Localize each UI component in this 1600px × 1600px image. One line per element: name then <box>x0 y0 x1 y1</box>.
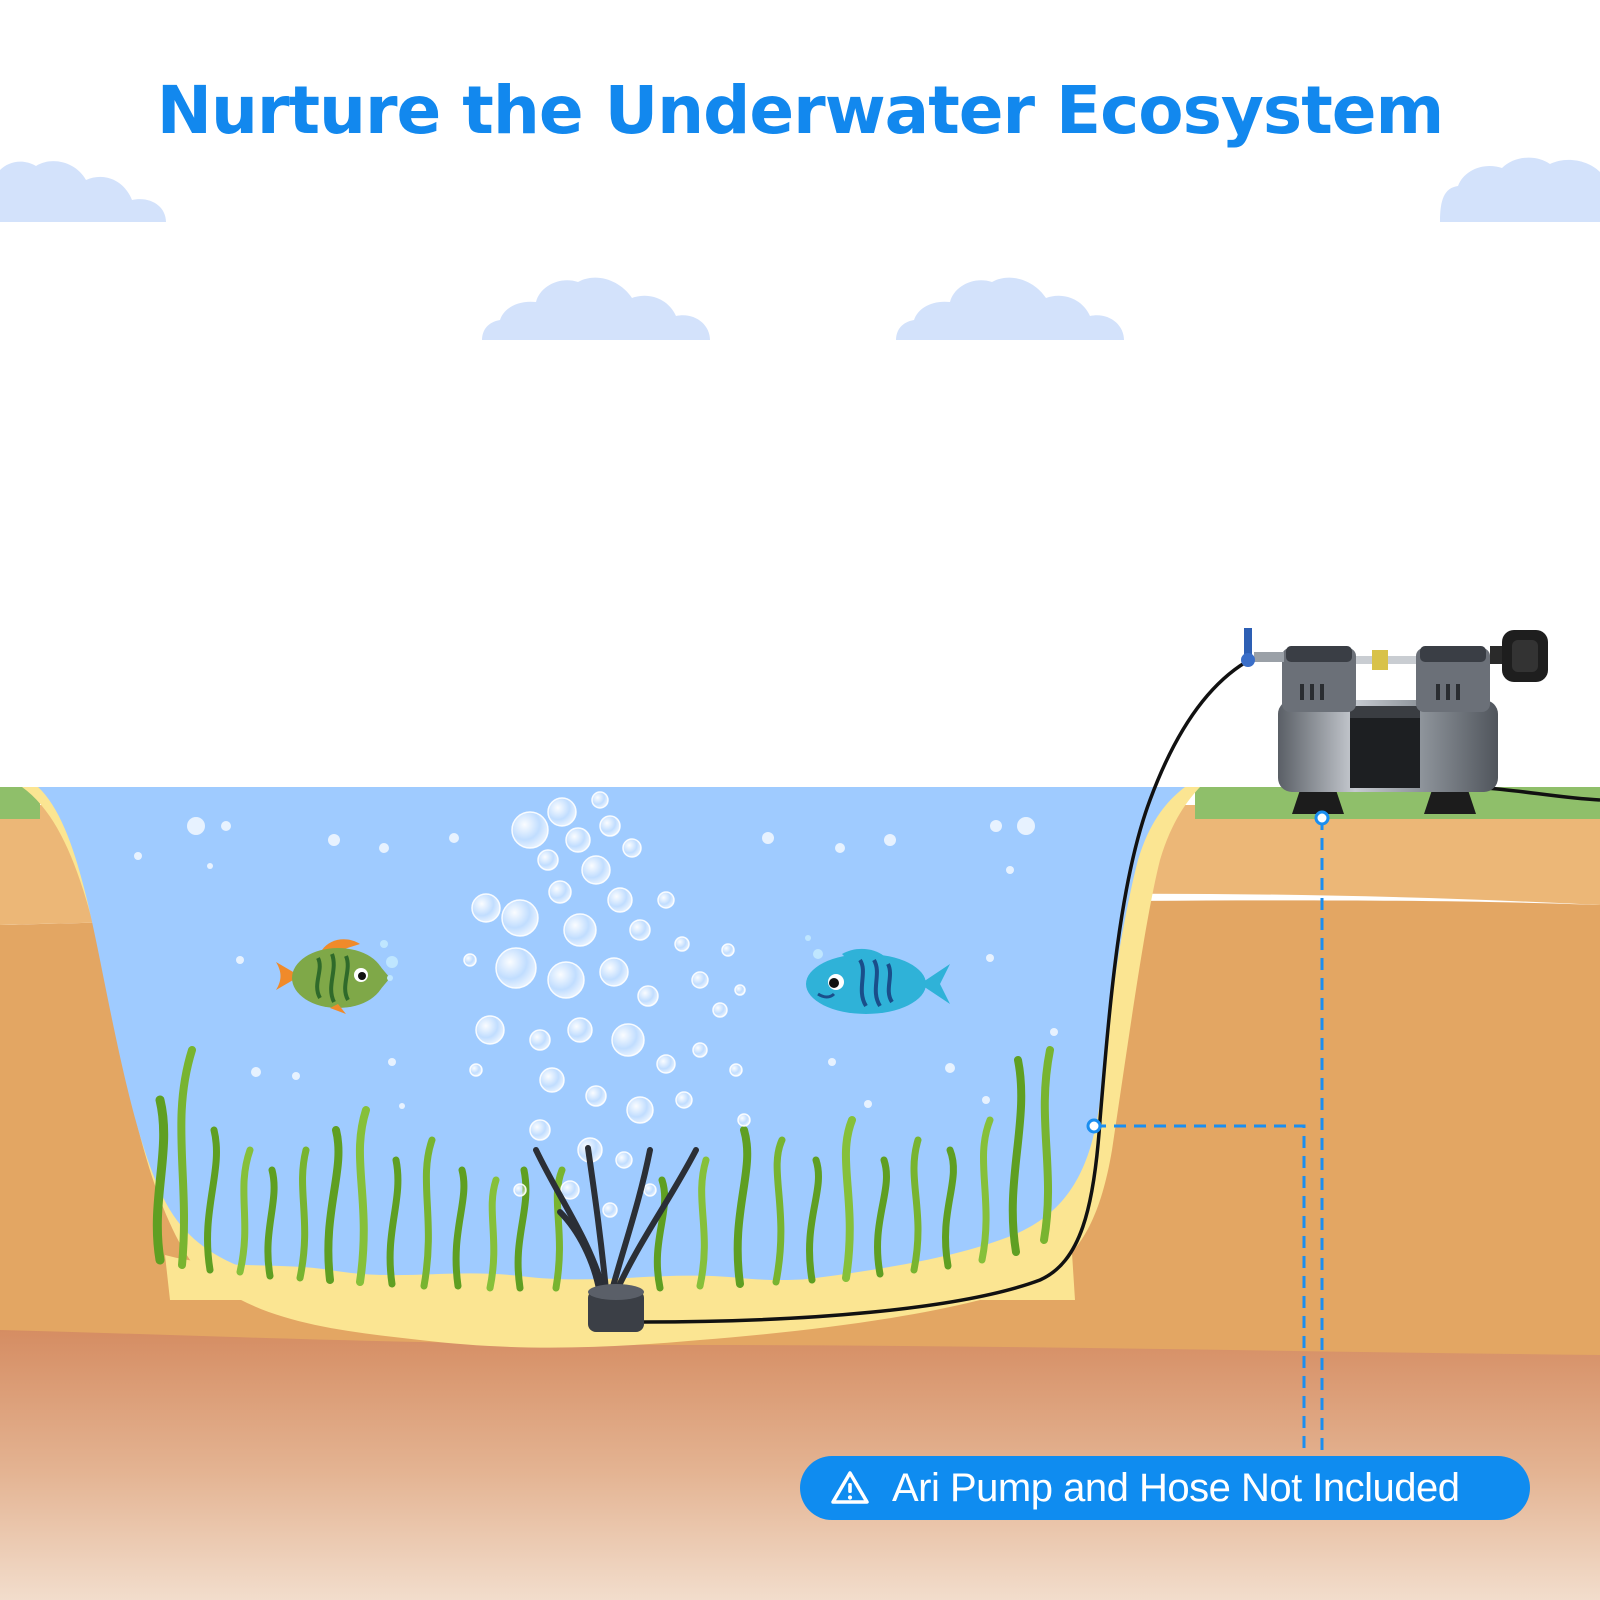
callout-leader-lines <box>1094 818 1324 1456</box>
not-included-notice: Ari Pump and Hose Not Included <box>800 1456 1530 1520</box>
air-hose-outlet <box>1483 786 1600 802</box>
cloud-left <box>0 161 166 222</box>
cloud-right <box>1440 157 1600 222</box>
cloud-center-left <box>482 277 710 340</box>
pond-water <box>38 787 1185 1300</box>
air-pump <box>1241 628 1548 814</box>
cloud-center-right <box>896 277 1124 340</box>
seaweed <box>152 1046 1054 1292</box>
notice-text: Ari Pump and Hose Not Included <box>892 1465 1460 1510</box>
warning-triangle-icon <box>831 1471 869 1504</box>
callout-anchor-pump <box>1314 810 1330 826</box>
callout-anchor-hose <box>1086 1118 1102 1134</box>
fish-left <box>276 939 398 1014</box>
water-sparkles <box>134 817 1058 1109</box>
bubble-diffuser <box>533 1145 699 1332</box>
bubble-plume <box>463 791 751 1218</box>
air-hose <box>643 660 1247 1324</box>
page-title: Nurture the Underwater Ecosystem <box>156 72 1445 149</box>
fish-right <box>805 935 950 1014</box>
